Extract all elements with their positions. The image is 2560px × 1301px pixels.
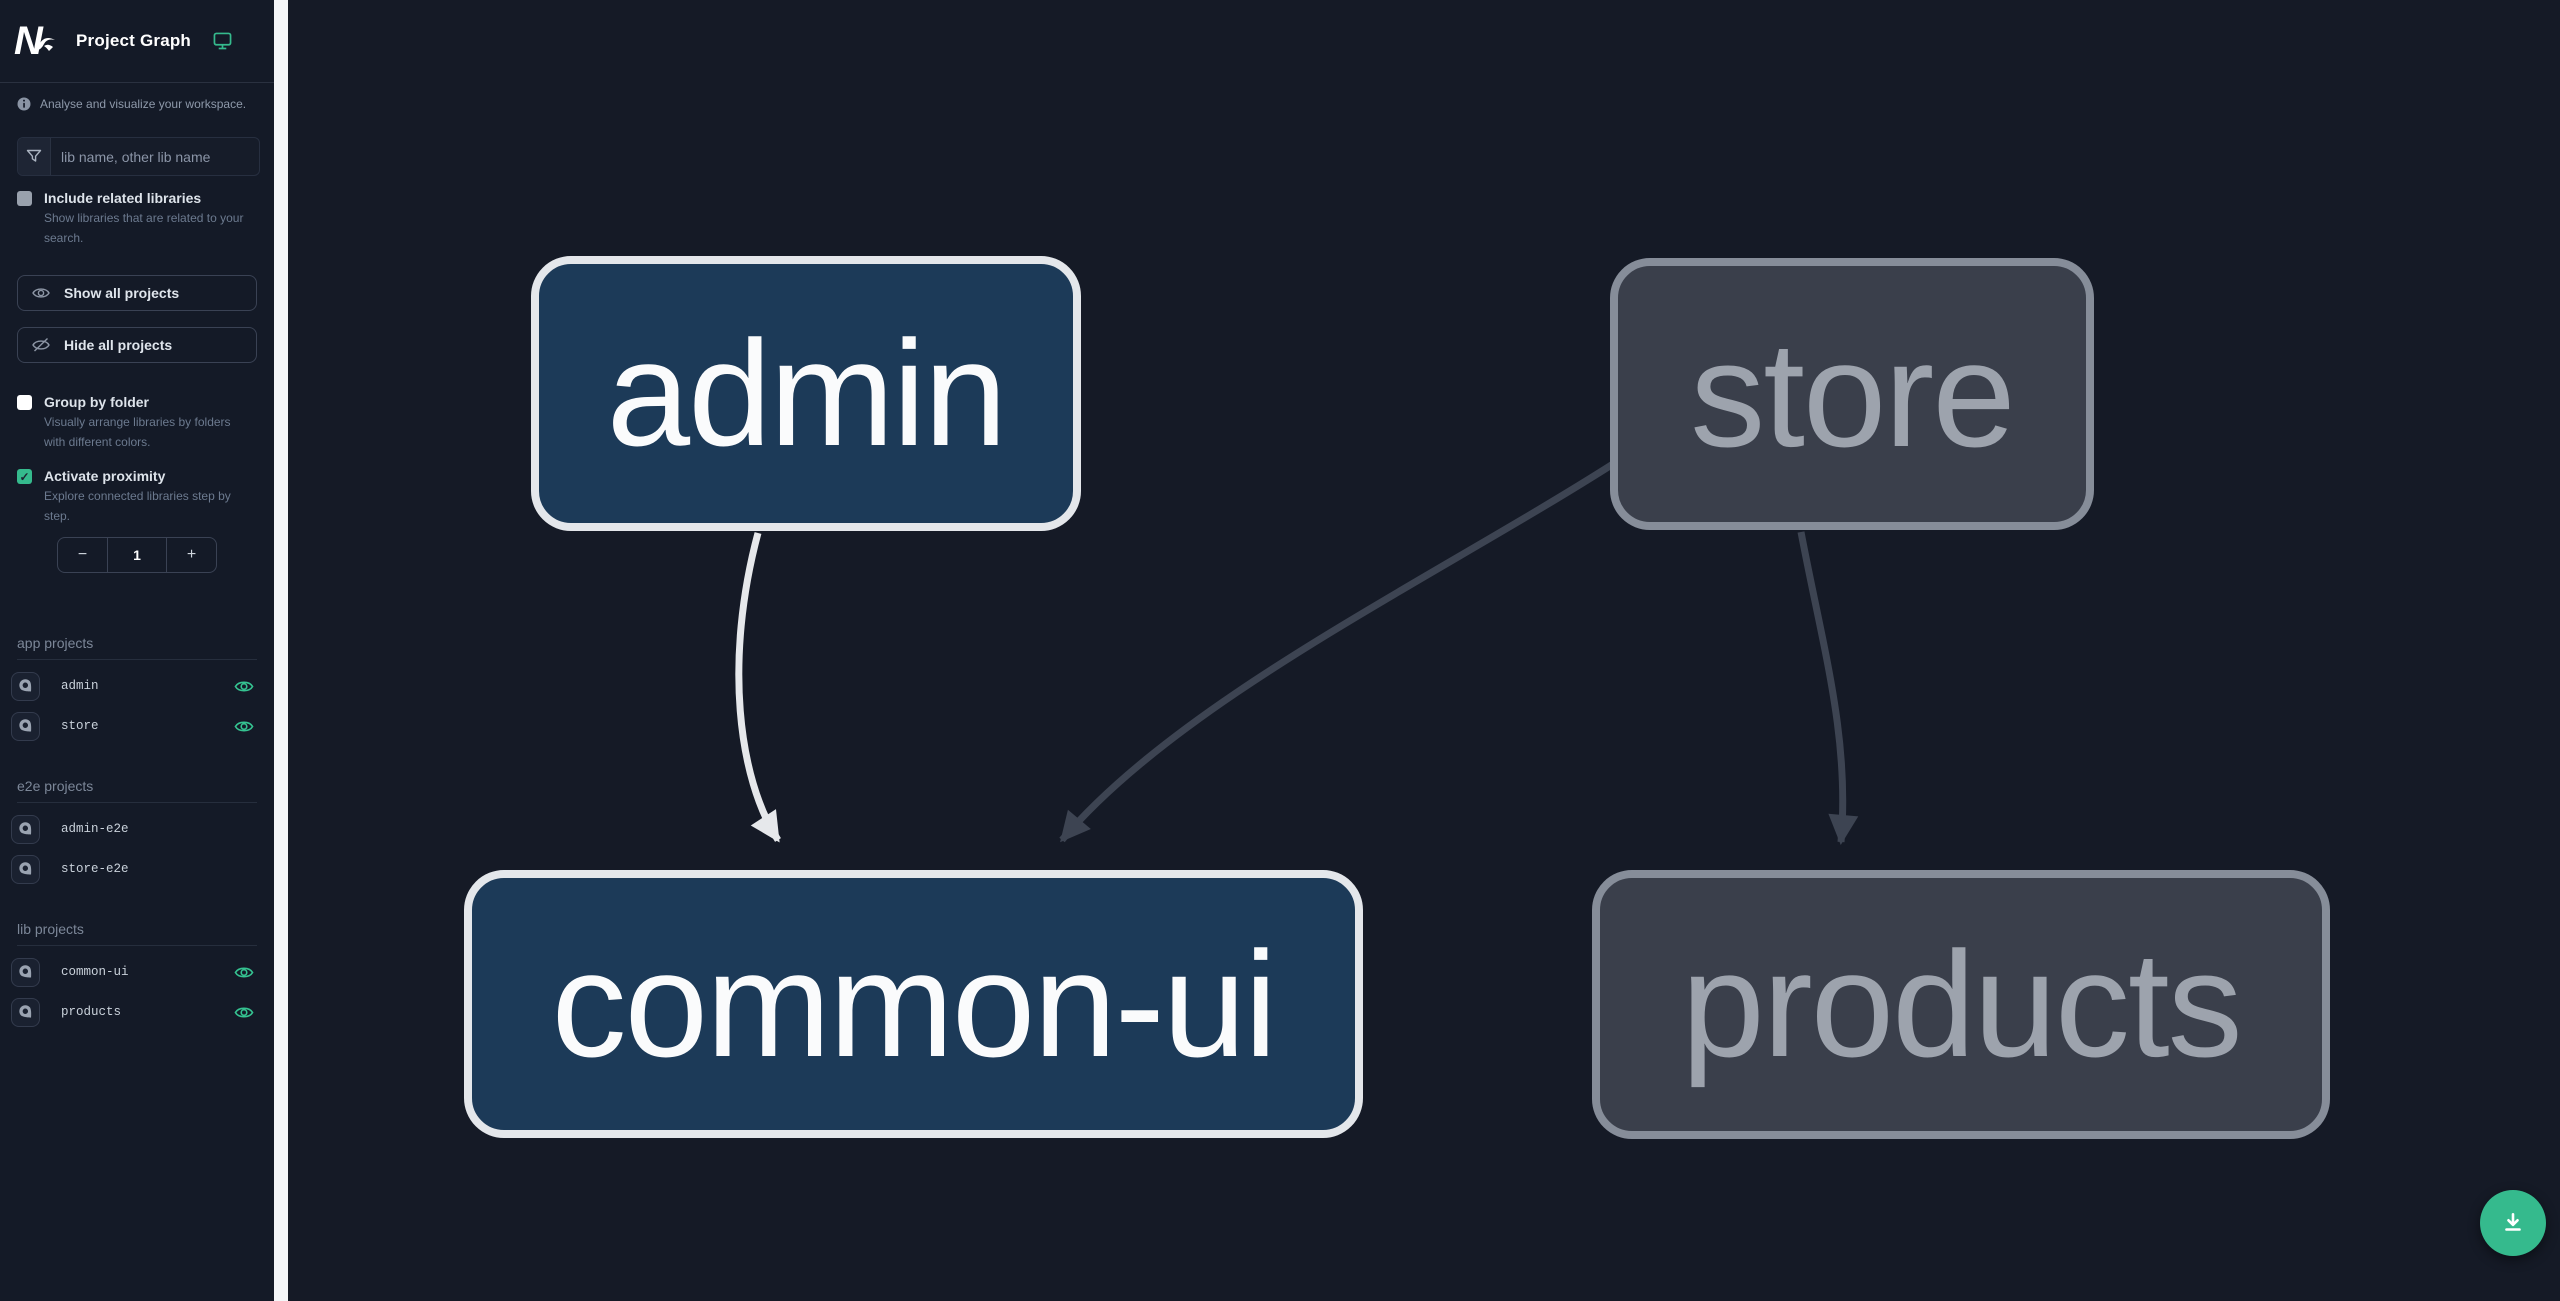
- focus-pin-icon: [18, 679, 31, 692]
- edge-store-to-common-ui: [1059, 461, 1615, 843]
- show-all-projects-button[interactable]: Show all projects: [17, 275, 257, 311]
- show-all-label: Show all projects: [64, 285, 180, 301]
- project-name[interactable]: store-e2e: [61, 862, 129, 876]
- focus-pin-icon: [18, 719, 31, 732]
- option-label: Include related libraries: [44, 190, 202, 206]
- focus-pin-icon: [18, 965, 31, 978]
- group-by-folder-checkbox[interactable]: [17, 395, 32, 410]
- project-name[interactable]: common-ui: [61, 965, 129, 979]
- filter-funnel-icon: [18, 138, 51, 175]
- checkmark-icon: ✓: [19, 469, 30, 484]
- project-list-item: admin: [11, 666, 263, 706]
- project-section: e2e projects admin-e2e store-e2e: [11, 778, 263, 889]
- option-label: Activate proximity: [44, 468, 166, 484]
- hide-all-label: Hide all projects: [64, 337, 173, 353]
- section-divider: [17, 659, 257, 660]
- section-title: app projects: [17, 635, 94, 651]
- download-graph-button[interactable]: [2480, 1190, 2546, 1256]
- option-include-related: Include related libraries Show libraries…: [0, 188, 274, 248]
- sidebar-resizer[interactable]: [274, 0, 288, 1301]
- project-name[interactable]: products: [61, 1005, 122, 1019]
- workspace-info: Analyse and visualize your workspace.: [0, 83, 274, 111]
- toggle-visibility-eye-icon[interactable]: [234, 679, 254, 694]
- svg-text:N: N: [14, 19, 44, 63]
- edge-store-to-products: [1797, 531, 1859, 845]
- increment-button[interactable]: +: [186, 546, 197, 563]
- section-title: e2e projects: [17, 778, 94, 794]
- focus-project-button[interactable]: [11, 997, 40, 1027]
- option-label: Group by folder: [44, 394, 149, 410]
- graph-edges: [735, 461, 1859, 845]
- project-list-item: common-ui: [11, 952, 263, 992]
- project-name[interactable]: admin: [61, 679, 99, 693]
- toggle-visibility-eye-icon[interactable]: [234, 965, 254, 980]
- project-list-item: products: [11, 992, 263, 1032]
- section-divider: [17, 945, 257, 946]
- section-divider: [17, 802, 257, 803]
- eye-off-icon: [32, 337, 50, 352]
- project-list-item: admin-e2e: [11, 809, 263, 849]
- theme-monitor-icon[interactable]: [213, 32, 232, 50]
- node-label: store: [1690, 309, 2015, 478]
- project-section: lib projects common-ui: [11, 921, 263, 1032]
- project-list-item: store-e2e: [11, 849, 263, 889]
- focus-project-button[interactable]: [11, 814, 40, 844]
- project-sections: app projects admin: [0, 635, 274, 1032]
- option-description: Show libraries that are related to your …: [44, 211, 244, 245]
- option-activate-proximity: ✓ Activate proximity Explore connected l…: [0, 466, 274, 526]
- node-label: common-ui: [551, 919, 1278, 1088]
- node-label: products: [1681, 920, 2242, 1088]
- node-label: admin: [606, 309, 1008, 477]
- page-title: Project Graph: [76, 31, 192, 50]
- sidebar: N Project Graph Analyse and visualize yo…: [0, 0, 274, 1301]
- activate-proximity-checkbox[interactable]: ✓: [17, 469, 32, 484]
- project-section: app projects admin: [11, 635, 263, 746]
- edge-admin-to-common-ui: [735, 532, 781, 843]
- search-input[interactable]: [51, 138, 259, 175]
- section-title: lib projects: [17, 921, 84, 937]
- search-box: [17, 137, 260, 176]
- focus-pin-icon: [18, 822, 31, 835]
- focus-project-button[interactable]: [11, 671, 40, 701]
- option-description: Explore connected libraries step by step…: [44, 489, 231, 523]
- graph-node-store[interactable]: store: [1610, 258, 2094, 530]
- sidebar-header: N Project Graph: [0, 0, 274, 83]
- toggle-visibility-eye-icon[interactable]: [234, 719, 254, 734]
- graph-canvas[interactable]: admin store common-ui products: [288, 0, 2560, 1301]
- depth-value: 1: [107, 538, 167, 572]
- proximity-depth-stepper: − 1 +: [57, 537, 217, 573]
- project-name[interactable]: store: [61, 719, 99, 733]
- focus-project-button[interactable]: [11, 957, 40, 987]
- hide-all-projects-button[interactable]: Hide all projects: [17, 327, 257, 363]
- focus-pin-icon: [18, 1005, 31, 1018]
- graph-node-products[interactable]: products: [1592, 870, 2330, 1139]
- nx-logo: N: [14, 19, 55, 63]
- option-group-by-folder: Group by folder Visually arrange librari…: [0, 392, 274, 452]
- focus-project-button[interactable]: [11, 854, 40, 884]
- include-related-checkbox[interactable]: [17, 191, 32, 206]
- eye-icon: [32, 288, 50, 298]
- project-name[interactable]: admin-e2e: [61, 822, 129, 836]
- graph-node-admin[interactable]: admin: [531, 256, 1081, 531]
- info-icon: [17, 97, 31, 111]
- focus-project-button[interactable]: [11, 711, 40, 741]
- focus-pin-icon: [18, 862, 31, 875]
- option-description: Visually arrange libraries by folders wi…: [44, 415, 231, 449]
- project-list-item: store: [11, 706, 263, 746]
- workspace-subtitle: Analyse and visualize your workspace.: [40, 97, 247, 111]
- download-icon: [2505, 1213, 2521, 1231]
- decrement-button[interactable]: −: [77, 546, 88, 563]
- graph-node-common-ui[interactable]: common-ui: [464, 870, 1363, 1138]
- toggle-visibility-eye-icon[interactable]: [234, 1005, 254, 1020]
